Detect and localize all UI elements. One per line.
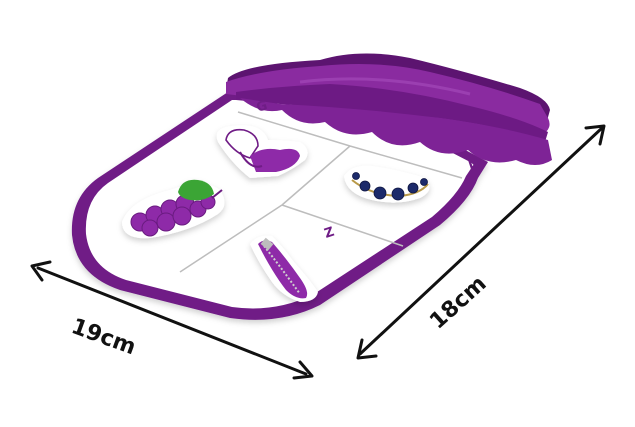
jar-board [71, 90, 488, 320]
height-label: 18cm [425, 271, 491, 334]
gloves-picture[interactable] [216, 125, 308, 178]
zip-picture[interactable] [250, 235, 318, 302]
jar-lid [226, 53, 552, 165]
grapes-icon [130, 194, 216, 237]
leaf-icon [178, 179, 214, 201]
width-label: 19cm [68, 314, 139, 360]
grapes-picture[interactable] [122, 179, 225, 239]
letter-g: G [255, 98, 270, 116]
jar-inner [85, 100, 474, 309]
glove-right-icon [250, 148, 300, 172]
height-arrow [358, 126, 604, 356]
glove-left-icon [225, 128, 259, 159]
board-dividers [179, 111, 463, 273]
dimension-arrows [30, 124, 606, 380]
letter-n: N [467, 156, 482, 174]
necklace-icon [352, 172, 428, 201]
lid-scallops [240, 98, 552, 165]
letter-z: Z [323, 225, 337, 242]
width-arrow [36, 266, 308, 376]
necklace-picture[interactable] [344, 165, 430, 203]
